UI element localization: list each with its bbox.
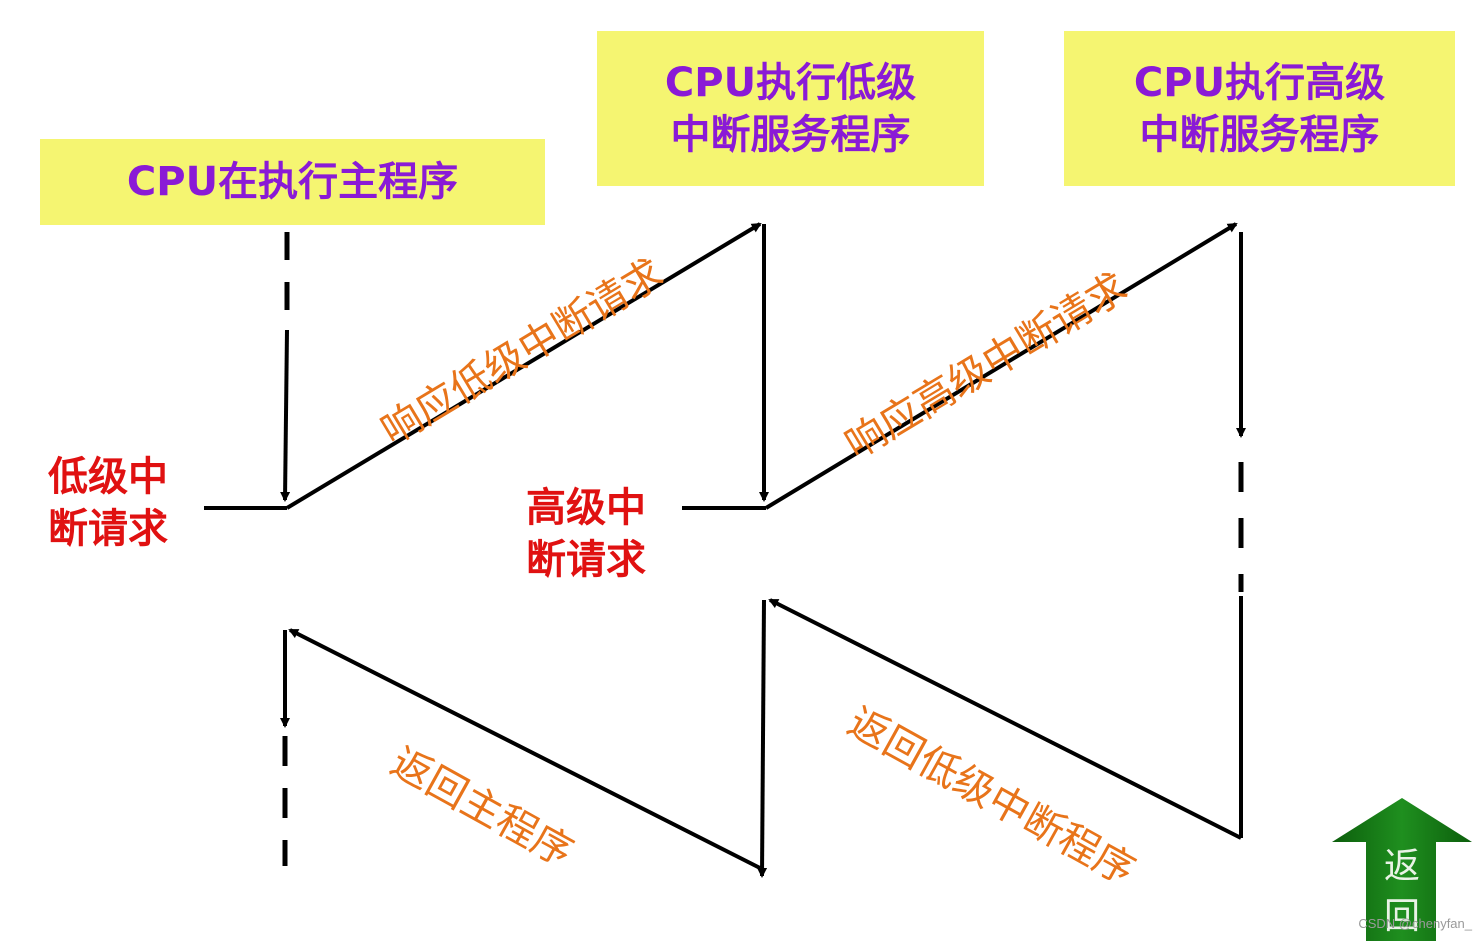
- low-isr-label-line2: 中断服务程序: [670, 111, 911, 158]
- respond-low-arrow: [285, 222, 762, 510]
- high-isr-label-line2: 中断服务程序: [1139, 111, 1380, 158]
- high-isr-box: CPU执行高级 中断服务程序: [1064, 31, 1455, 186]
- high-isr-label-line1: CPU执行高级: [1133, 59, 1386, 106]
- low-request-line2: 断请求: [48, 505, 168, 552]
- low-isr-box: CPU执行低级 中断服务程序: [597, 31, 984, 186]
- main-program-box: CPU在执行主程序: [40, 139, 545, 225]
- up-arrow-icon: [1332, 798, 1472, 941]
- return-button-line2: 回: [1383, 896, 1420, 937]
- high-request-line2: 断请求: [526, 536, 646, 583]
- high-interrupt-request-label: 高级中 断请求: [526, 482, 646, 586]
- high-request-line1: 高级中: [526, 484, 646, 531]
- low-isr-continue-arrow: [757, 599, 768, 878]
- main-to-low-request-arrow: [280, 329, 291, 502]
- low-interrupt-request-label: 低级中 断请求: [48, 451, 168, 555]
- low-isr-label-line1: CPU执行低级: [664, 59, 917, 106]
- respond-high-arrow: [764, 222, 1238, 510]
- return-button-line1: 返: [1383, 846, 1420, 887]
- main-program-label: CPU在执行主程序: [126, 159, 459, 205]
- watermark: CSDN @chenyfan_: [1358, 916, 1472, 931]
- return-button[interactable]: 返 回: [1330, 796, 1474, 941]
- return-low-arrow: [768, 598, 1242, 840]
- return-main-arrow: [288, 628, 761, 870]
- low-request-line1: 低级中: [48, 453, 168, 500]
- return-button-label: 返 回: [1368, 842, 1436, 942]
